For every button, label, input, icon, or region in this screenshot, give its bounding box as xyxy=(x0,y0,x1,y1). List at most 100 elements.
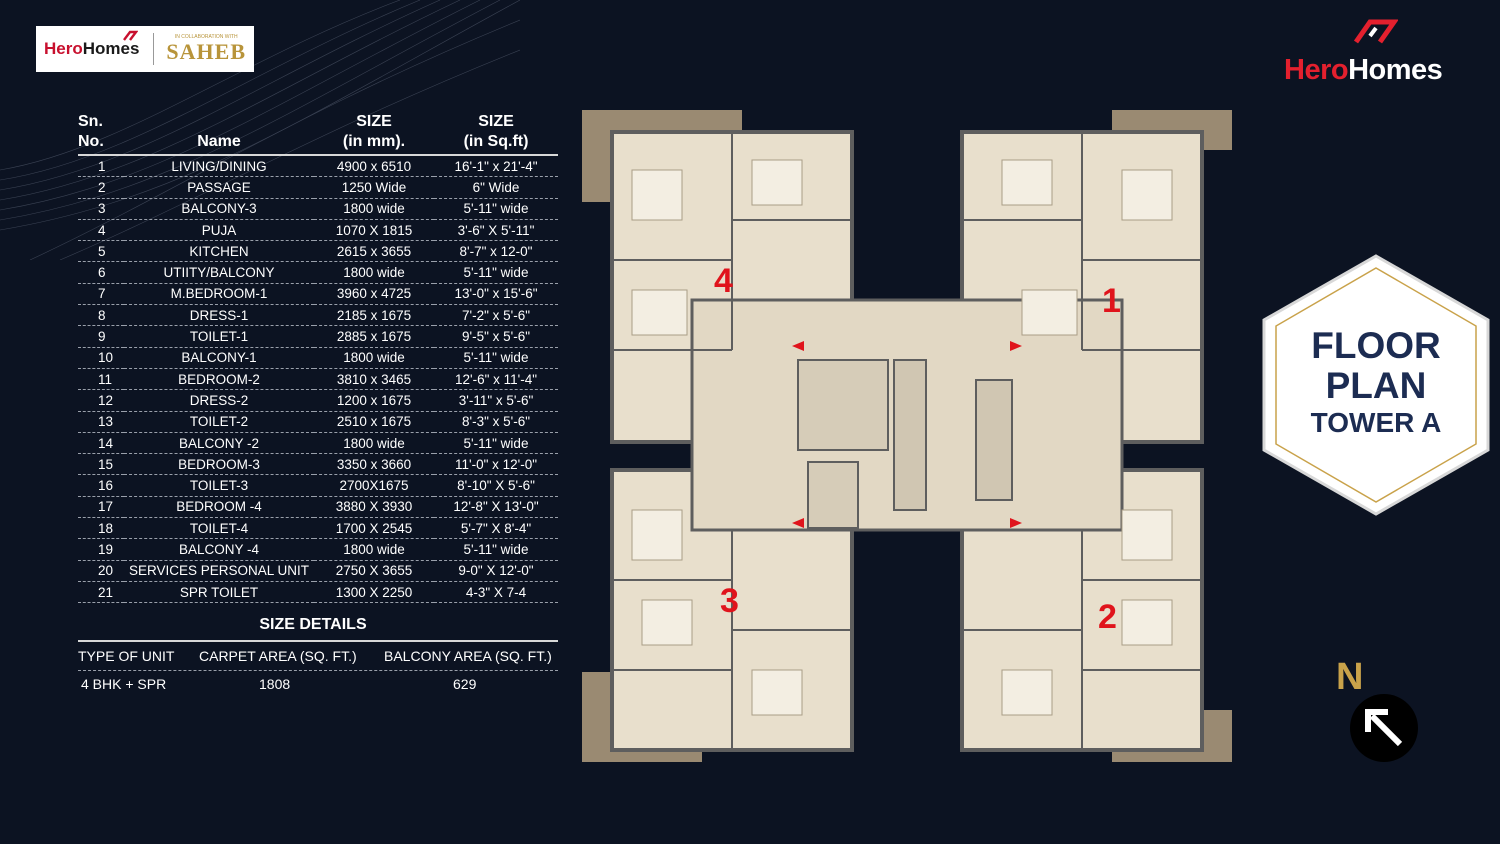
cell-size-mm: 4900 x 6510 xyxy=(314,155,434,178)
cell-size-mm: 1800 wide xyxy=(314,261,434,284)
cell-name: BALCONY-3 xyxy=(124,198,314,220)
cell-size-mm: 2885 x 1675 xyxy=(314,325,434,348)
cell-name: DRESS-2 xyxy=(124,389,314,412)
cell-size-sqft: 11'-0" x 12'-0" xyxy=(434,453,558,476)
cell-size-mm: 2750 X 3655 xyxy=(314,560,434,582)
cell-size-sqft: 13'-0" x 15'-6" xyxy=(434,283,558,306)
room-size-table: Sn.No. Name SIZE(in mm). SIZE(in Sq.ft) … xyxy=(78,112,558,604)
cell-size-mm: 1800 wide xyxy=(314,538,434,561)
unit-number-4: 4 xyxy=(714,262,733,300)
cell-name: SPR TOILET xyxy=(124,581,314,604)
cell-size-sqft: 5'-11" wide xyxy=(434,432,558,455)
cell-size-sqft: 8'-3" x 5'-6" xyxy=(434,411,558,433)
cell-sn: 12 xyxy=(78,389,124,412)
cell-sn: 15 xyxy=(78,453,124,476)
cell-size-mm: 2185 x 1675 xyxy=(314,304,434,327)
cell-size-sqft: 9'-5" x 5'-6" xyxy=(434,325,558,348)
cell-name: KITCHEN xyxy=(124,240,314,263)
cell-name: BEDROOM -4 xyxy=(124,496,314,519)
cell-name: BALCONY -2 xyxy=(124,432,314,455)
saheb-text: SAHEB xyxy=(166,39,247,64)
north-label: N xyxy=(1336,656,1364,698)
cell-size-sqft: 16'-1" x 21'-4" xyxy=(434,155,558,178)
cell-sn: 17 xyxy=(78,496,124,519)
cell-size-sqft: 9-0" X 12'-0" xyxy=(434,560,558,582)
carpet-area: 1808 xyxy=(259,676,291,692)
hero-text: Hero xyxy=(44,39,83,58)
cell-name: TOILET-4 xyxy=(124,517,314,540)
cell-size-sqft: 4-3" X 7-4 xyxy=(434,581,558,604)
cell-name: BALCONY-1 xyxy=(124,347,314,369)
unit-number-1: 1 xyxy=(1102,282,1121,320)
cell-size-mm: 1250 Wide xyxy=(314,176,434,199)
cell-sn: 7 xyxy=(78,283,124,306)
unit-number-3: 3 xyxy=(720,582,739,620)
cell-sn: 5 xyxy=(78,240,124,263)
cell-size-sqft: 6" Wide xyxy=(434,176,558,199)
hero-mark-icon xyxy=(123,30,138,41)
badge-line-1: FLOOR xyxy=(1311,325,1441,366)
cell-name: BEDROOM-2 xyxy=(124,368,314,391)
cell-size-mm: 2615 x 3655 xyxy=(314,240,434,263)
unit-number-2: 2 xyxy=(1098,598,1117,636)
floor-plan-body xyxy=(582,110,1232,762)
header-type-of-unit: TYPE OF UNIT xyxy=(78,648,175,664)
header-carpet-area: CARPET AREA (SQ. FT.) xyxy=(199,648,357,664)
cell-sn: 4 xyxy=(78,219,124,242)
size-details-title: SIZE DETAILS xyxy=(259,616,367,633)
cell-size-mm: 1800 wide xyxy=(314,432,434,455)
cell-size-mm: 1070 X 1815 xyxy=(314,219,434,242)
unit-type: 4 BHK + SPR xyxy=(81,676,167,692)
badge-line-2: PLAN xyxy=(1325,365,1427,406)
cell-size-mm: 1300 X 2250 xyxy=(314,581,434,604)
cell-name: BEDROOM-3 xyxy=(124,453,314,476)
cell-sn: 9 xyxy=(78,325,124,348)
cell-name: LIVING/DINING xyxy=(124,155,314,178)
homes-text: Homes xyxy=(82,39,140,58)
hero-saheb-logo: HeroHomes IN COLLABORATION WITH SAHEB xyxy=(36,26,254,72)
cell-sn: 10 xyxy=(78,347,124,369)
cell-size-mm: 1700 X 2545 xyxy=(314,517,434,540)
header-size-mm: SIZE(in mm). xyxy=(314,112,434,156)
cell-size-sqft: 5'-7" X 8'-4" xyxy=(434,517,558,540)
cell-size-sqft: 5'-11" wide xyxy=(434,347,558,369)
cell-name: BALCONY -4 xyxy=(124,538,314,561)
header-sn: Sn.No. xyxy=(78,112,124,156)
floor-plan-tower-a: 1 2 3 4 xyxy=(582,110,1232,762)
cell-sn: 19 xyxy=(78,538,124,561)
cell-size-sqft: 8'-10" X 5'-6" xyxy=(434,474,558,497)
balcony-area: 629 xyxy=(453,676,477,692)
hero-homes-brand: HeroHomes xyxy=(1284,18,1464,86)
floor-plan-badge xyxy=(1262,254,1490,516)
header-balcony-area: BALCONY AREA (SQ. FT.) xyxy=(384,648,552,664)
cell-sn: 14 xyxy=(78,432,124,455)
hero-text: Hero xyxy=(1284,54,1349,86)
header-size-sqft: SIZE(in Sq.ft) xyxy=(434,112,558,156)
cell-size-sqft: 3'-6" X 5'-11" xyxy=(434,219,558,242)
cell-name: TOILET-3 xyxy=(124,474,314,497)
cell-name: M.BEDROOM-1 xyxy=(124,283,314,306)
cell-size-mm: 1800 wide xyxy=(314,347,434,369)
cell-size-sqft: 5'-11" wide xyxy=(434,538,558,561)
cell-sn: 18 xyxy=(78,517,124,540)
cell-size-sqft: 8'-7" x 12-0" xyxy=(434,240,558,263)
cell-size-mm: 3810 x 3465 xyxy=(314,368,434,391)
